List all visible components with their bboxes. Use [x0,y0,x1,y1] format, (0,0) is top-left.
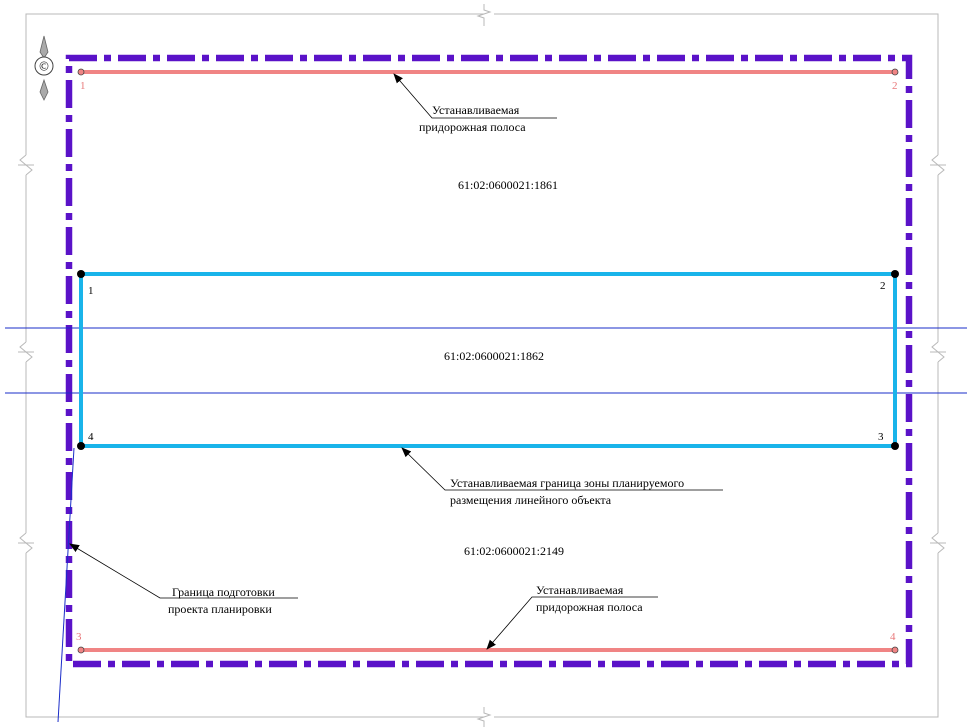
north-marker: © [34,35,54,101]
strip-point-4: 4 [890,631,896,643]
north-arrow-icon [39,35,49,59]
copyright-symbol: © [38,60,50,74]
callout-top-strip-line2: придорожная полоса [419,120,526,134]
callout-boundary-line1: Граница подготовки [172,585,275,599]
callout-boundary-line2: проекта планировки [168,602,272,616]
planning-boundary [65,54,913,668]
zone-point-2: 2 [880,280,886,292]
parcel-label-bottom: 61:02:0600021:2149 [464,544,564,558]
callout-top-strip-line1: Устанавливаемая [432,103,520,117]
zone-point-4: 4 [88,431,94,443]
roadside-strip-bottom [77,646,899,654]
callout-bottom-strip-line2: придорожная полоса [536,600,643,614]
callout-zone-line2: размещения линейного объекта [450,493,612,507]
parcel-label-middle: 61:02:0600021:1862 [444,349,544,363]
parcel-label-top: 61:02:0600021:1861 [458,178,558,192]
strip-point-2: 2 [892,80,898,92]
planned-zone-boundary [77,270,899,450]
guide-line-diagonal [57,447,75,723]
roadside-strip-top [77,68,899,76]
callout-bottom-strip: Устанавливаемая придорожная полоса [486,583,658,650]
callout-zone: Устанавливаемая граница зоны планируемог… [401,447,723,507]
callout-top-strip: Устанавливаемая придорожная полоса [393,73,557,134]
zone-point-3: 3 [878,431,884,443]
callout-zone-line1: Устанавливаемая граница зоны планируемог… [450,476,684,490]
strip-point-1: 1 [80,80,86,92]
zone-point-1: 1 [88,285,94,297]
copyright-icon [34,56,54,76]
strip-point-3: 3 [76,631,82,643]
callout-bottom-strip-line1: Устанавливаемая [536,583,624,597]
callout-boundary: Граница подготовки проекта планировки [69,543,298,616]
sheet-frame [18,4,946,727]
